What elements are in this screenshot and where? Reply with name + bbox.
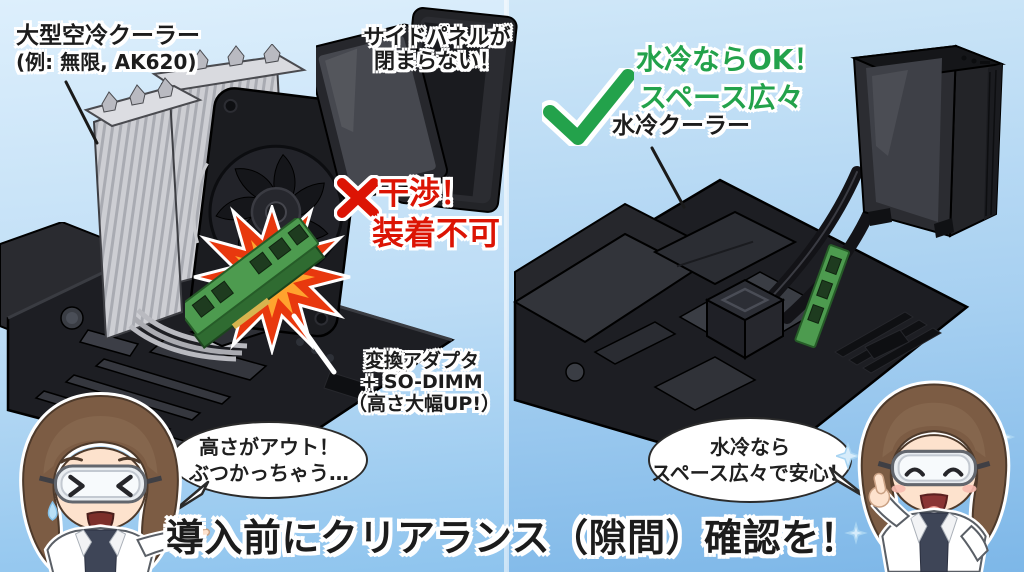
pc-case-illustration [850,44,1006,238]
side-panel-warning-line2: 閉まらない！ [374,48,500,73]
speech-left-line1: 高さがアウト！ [199,435,339,459]
speech-right-line2: スペース広々で安心！ [651,461,849,485]
sweat-drop [47,500,58,521]
ram-module-illustration-right [794,244,850,349]
side-panel-warning-line1: サイドパネルが [363,25,511,49]
happy-eye [943,467,964,477]
shirt [82,529,119,572]
bangs [43,416,158,474]
panel-divider [504,0,509,572]
water-cooler-label: 水冷クーラー [612,113,750,139]
squint-eye [116,474,133,498]
adapter-label-line1: 変換アダプタ [364,350,479,372]
arm [959,524,989,563]
pointing-finger [192,528,211,538]
adapter-label-line2: + SO-DIMM [361,371,483,394]
footer-headline: 導入前にクリアランス（隙間）確認を！ [165,516,859,560]
x-mark-icon [334,175,382,221]
scientist-character-left [19,391,211,572]
ram-module-illustration [185,218,326,349]
side-panel-warning-label: サイドパネルが 閉まらない！ [352,25,522,73]
sparkle-icon [836,441,863,471]
aio-pump [704,278,786,360]
bangs [882,402,986,458]
side-panel-case-illustration [316,7,518,213]
ok-banner-line1: 水冷ならOK！ [636,43,822,76]
speech-right-line1: 水冷なら [710,435,790,459]
adapter-label-line3: （高さ大幅UP!） [348,392,501,415]
happy-eye [904,467,925,477]
squint-eye [68,474,85,498]
motherboard-illustration-right [513,166,970,474]
ok-banner-line2: スペース広々 [639,81,804,114]
interference-label-line1: 干渉！ [378,176,471,212]
interference-label-line2: 装着不可 [372,214,501,252]
tilted-glass-panel [316,23,449,202]
air-cooler-label-line2: (例: 無限, AK620) [16,49,197,74]
check-icon [542,68,634,146]
adapter-label: 変換アダプタ + SO-DIMM （高さ大幅UP!） [348,350,500,415]
air-cooler-label: 大型空冷クーラー (例: 無限, AK620) [16,23,200,76]
air-cooler-label-line1: 大型空冷クーラー [16,23,200,49]
sparkle-icon [844,521,868,545]
thumb-up [873,472,887,495]
speech-left-line2: ぶつかっちゃう… [189,461,349,485]
speech-bubble-right: 水冷なら スペース広々で安心！ [648,417,852,503]
scientist-character-right [857,380,1011,572]
